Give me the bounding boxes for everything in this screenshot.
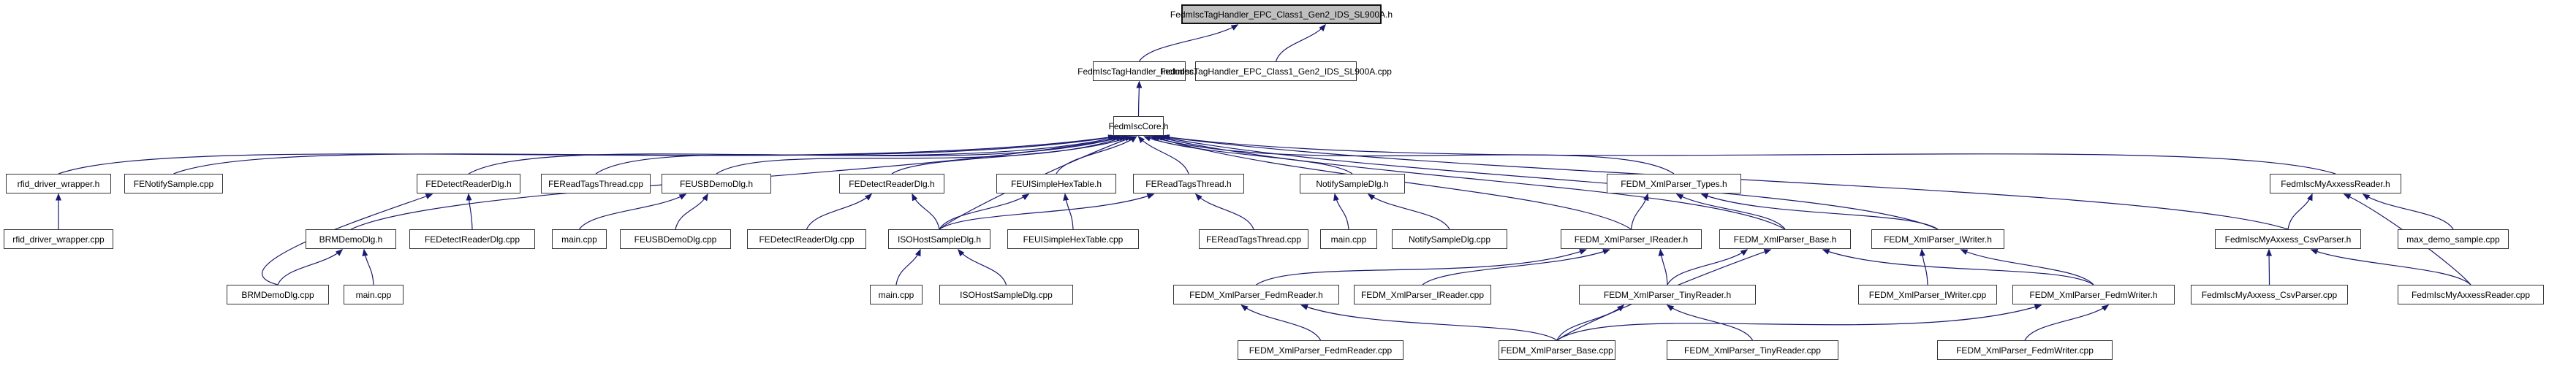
include-edge-isohost_cpp-to-isohost_h	[958, 248, 1007, 285]
graph-node-ireader_cpp[interactable]: FEDM_XmlParser_IReader.cpp	[1354, 285, 1491, 304]
graph-node-fedetect1_cpp[interactable]: FEDetectReaderDlg.cpp	[409, 229, 535, 249]
include-edge-fereadtags_cpp5-to-fereadthread_h	[1194, 193, 1254, 230]
include-edge-feuihex_h-to-core_h	[1056, 136, 1137, 175]
include-edge-base_cpp-to-fedmreader_h	[1300, 304, 1558, 341]
graph-node-axxessreader_cpp[interactable]: FedmIscMyAxxessReader.cpp	[2398, 285, 2544, 304]
include-edge-fedetect2_cpp-to-fedetect2_h	[806, 193, 873, 230]
include-edge-ireader_h-to-core_h	[1152, 135, 1632, 230]
include-edge-notifydlg_cpp-to-notifydlg_h	[1367, 193, 1450, 230]
graph-node-types_h[interactable]: FEDM_XmlParser_Types.h	[1607, 174, 1741, 193]
include-edge-iwriter_h-to-core_h	[1158, 134, 1939, 230]
graph-node-includes_h[interactable]: FedmIscTagHandler_Includes.h	[1077, 61, 1201, 81]
include-edge-axxessreader_h-to-core_h	[1162, 134, 2336, 175]
include-edge-iwriter_h-to-types_h	[1700, 193, 1939, 230]
graph-node-fedmwriter_cpp[interactable]: FEDM_XmlParser_FedmWriter.cpp	[1937, 340, 2113, 360]
include-edge-base_h-to-types_h	[1675, 193, 1786, 230]
include-edge-csvparser_cpp-to-csvparser_h	[2266, 248, 2273, 285]
include-edge-isohost_h-to-feuihex_h	[939, 193, 1030, 230]
graph-node-fedmreader_cpp[interactable]: FEDM_XmlParser_FedmReader.cpp	[1238, 340, 1403, 360]
graph-node-fedetect2_cpp[interactable]: FEDetectReaderDlg.cpp	[747, 229, 866, 249]
include-edge-main62-to-isohost_h	[895, 248, 921, 285]
graph-node-isohost_cpp[interactable]: ISOHostSampleDlg.cpp	[939, 285, 1073, 304]
graph-node-notifydlg_h[interactable]: NotifySampleDlg.h	[1300, 174, 1405, 193]
include-edge-core_h-to-includes_h	[1136, 80, 1143, 117]
graph-node-maxdemo_cpp[interactable]: max_demo_sample.cpp	[2398, 229, 2509, 249]
graph-node-brm_cpp[interactable]: BRMDemoDlg.cpp	[227, 285, 329, 304]
graph-node-brmdemo_h[interactable]: BRMDemoDlg.h	[306, 229, 396, 249]
graph-node-feuihex_h[interactable]: FEUISimpleHexTable.h	[996, 174, 1116, 193]
include-edge-ireader_h-to-types_h	[1630, 193, 1649, 230]
include-edge-feusb_cpp-to-feusb_h	[675, 193, 708, 230]
graph-node-main52[interactable]: main.cpp	[1320, 229, 1377, 249]
include-edge-base_cpp-to-tinyreader_h	[1556, 304, 1625, 341]
include-edge-brm_cpp-to-brmdemo_h	[277, 249, 344, 285]
graph-node-axxessreader_h[interactable]: FedmIscMyAxxessReader.h	[2270, 174, 2401, 193]
graph-node-notifydlg_cpp[interactable]: NotifySampleDlg.cpp	[1392, 229, 1507, 249]
graph-node-fedmreader_h[interactable]: FEDM_XmlParser_FedmReader.h	[1173, 285, 1339, 304]
include-edge-rfid_h-to-core_h	[58, 134, 1115, 175]
include-edge-notifydlg_h-to-core_h	[1143, 136, 1353, 175]
include-edge-main51-to-feusb_h	[579, 193, 687, 230]
include-edge-fereadthread_h-to-core_h	[1137, 135, 1189, 175]
graph-node-isohost_h[interactable]: ISOHostSampleDlg.h	[888, 229, 990, 249]
graph-node-fenotify_cpp[interactable]: FENotifySample.cpp	[124, 174, 223, 193]
graph-node-sl900a_cpp[interactable]: FedmIscTagHandler_EPC_Class1_Gen2_IDS_SL…	[1160, 61, 1392, 81]
graph-node-base_h[interactable]: FEDM_XmlParser_Base.h	[1719, 229, 1851, 249]
include-edge-main61-to-brmdemo_h	[362, 248, 374, 285]
graph-node-csvparser_cpp[interactable]: FedmIscMyAxxess_CsvParser.cpp	[2191, 285, 2348, 304]
graph-node-fedetect1_h[interactable]: FEDetectReaderDlg.h	[417, 174, 520, 193]
graph-node-rfid_h[interactable]: rfid_driver_wrapper.h	[6, 174, 111, 193]
include-edge-isohost_h-to-fereadthread_h	[939, 193, 1155, 230]
graph-node-feusb_h[interactable]: FEUSBDemoDlg.h	[662, 174, 771, 193]
graph-node-main61[interactable]: main.cpp	[344, 285, 404, 304]
include-edge-tinyreader_h-to-ireader_h	[1658, 248, 1668, 285]
include-edge-ireader_cpp-to-ireader_h	[1422, 249, 1610, 285]
include-edge-fedmreader_h-to-ireader_h	[1256, 249, 1587, 285]
include-edge-fereadtags_cpp4-to-core_h	[595, 135, 1124, 175]
include-edge-feuihex_cpp-to-feuihex_h	[1063, 193, 1074, 230]
graph-node-main62[interactable]: main.cpp	[870, 285, 923, 304]
include-edge-fedmwriter_h-to-iwriter_h	[1960, 249, 2094, 285]
graph-node-fereadtags_cpp5[interactable]: FEReadTagsThread.cpp	[1199, 229, 1308, 249]
include-edge-fedmwriter_cpp-to-fedmwriter_h	[2024, 304, 2110, 341]
include-edge-base_cpp-to-fedmwriter_h	[1556, 304, 2042, 341]
graph-node-rfid_cpp[interactable]: rfid_driver_wrapper.cpp	[4, 229, 113, 249]
include-edge-tinyreader_cpp-to-tinyreader_h	[1666, 304, 1754, 341]
include-edge-base_h-to-core_h	[1155, 135, 1786, 230]
graph-node-fedmwriter_h[interactable]: FEDM_XmlParser_FedmWriter.h	[2012, 285, 2175, 304]
graph-node-iwriter_cpp[interactable]: FEDM_XmlParser_IWriter.cpp	[1858, 285, 1997, 304]
graph-node-fereadtags_cpp4[interactable]: FEReadTagsThread.cpp	[541, 174, 651, 193]
include-edge-axxessreader_cpp-to-csvparser_h	[2310, 249, 2471, 285]
include-edge-isohost_h-to-fedetect2_h	[912, 193, 940, 230]
graph-node-tinyreader_h[interactable]: FEDM_XmlParser_TinyReader.h	[1579, 285, 1756, 304]
include-edge-csvparser_h-to-core_h	[1161, 134, 2289, 230]
graph-node-sl900a_h[interactable]: FedmIscTagHandler_EPC_Class1_Gen2_IDS_SL…	[1170, 4, 1393, 24]
graph-node-iwriter_h[interactable]: FEDM_XmlParser_IWriter.h	[1871, 229, 2004, 249]
graph-node-base_cpp[interactable]: FEDM_XmlParser_Base.cpp	[1499, 340, 1615, 360]
include-edge-fedmreader_cpp-to-fedmreader_h	[1240, 304, 1322, 341]
graph-node-fereadthread_h[interactable]: FEReadTagsThread.h	[1133, 174, 1244, 193]
include-edge-sl900a_cpp-to-sl900a_h	[1275, 23, 1326, 62]
include-edge-csvparser_h-to-axxessreader_h	[2287, 193, 2313, 230]
graph-node-feusb_cpp[interactable]: FEUSBDemoDlg.cpp	[620, 229, 731, 249]
include-edge-fedetect2_h-to-core_h	[891, 136, 1132, 175]
graph-node-feuihex_cpp[interactable]: FEUISimpleHexTable.cpp	[1007, 229, 1139, 249]
include-edge-fedmwriter_h-to-base_h	[1822, 249, 2094, 285]
include-edge-main52-to-notifydlg_h	[1333, 193, 1349, 230]
graph-node-ireader_h[interactable]: FEDM_XmlParser_IReader.h	[1561, 229, 1702, 249]
include-edge-fedetect1_cpp-to-fedetect1_h	[466, 193, 473, 230]
include-edge-includes_h-to-sl900a_h	[1138, 24, 1239, 62]
include-edge-tinyreader_h-to-base_h	[1667, 249, 1749, 285]
graph-node-csvparser_h[interactable]: FedmIscMyAxxess_CsvParser.h	[2215, 229, 2361, 249]
graph-node-main51[interactable]: main.cpp	[552, 229, 607, 249]
graph-node-fedetect2_h[interactable]: FEDetectReaderDlg.h	[839, 174, 944, 193]
graph-node-core_h[interactable]: FedmIscCore.h	[1108, 116, 1169, 136]
include-edge-maxdemo_cpp-to-axxessreader_h	[2362, 193, 2454, 230]
include-edge-iwriter_cpp-to-iwriter_h	[1919, 248, 1928, 285]
graph-node-tinyreader_cpp[interactable]: FEDM_XmlParser_TinyReader.cpp	[1667, 340, 1838, 360]
